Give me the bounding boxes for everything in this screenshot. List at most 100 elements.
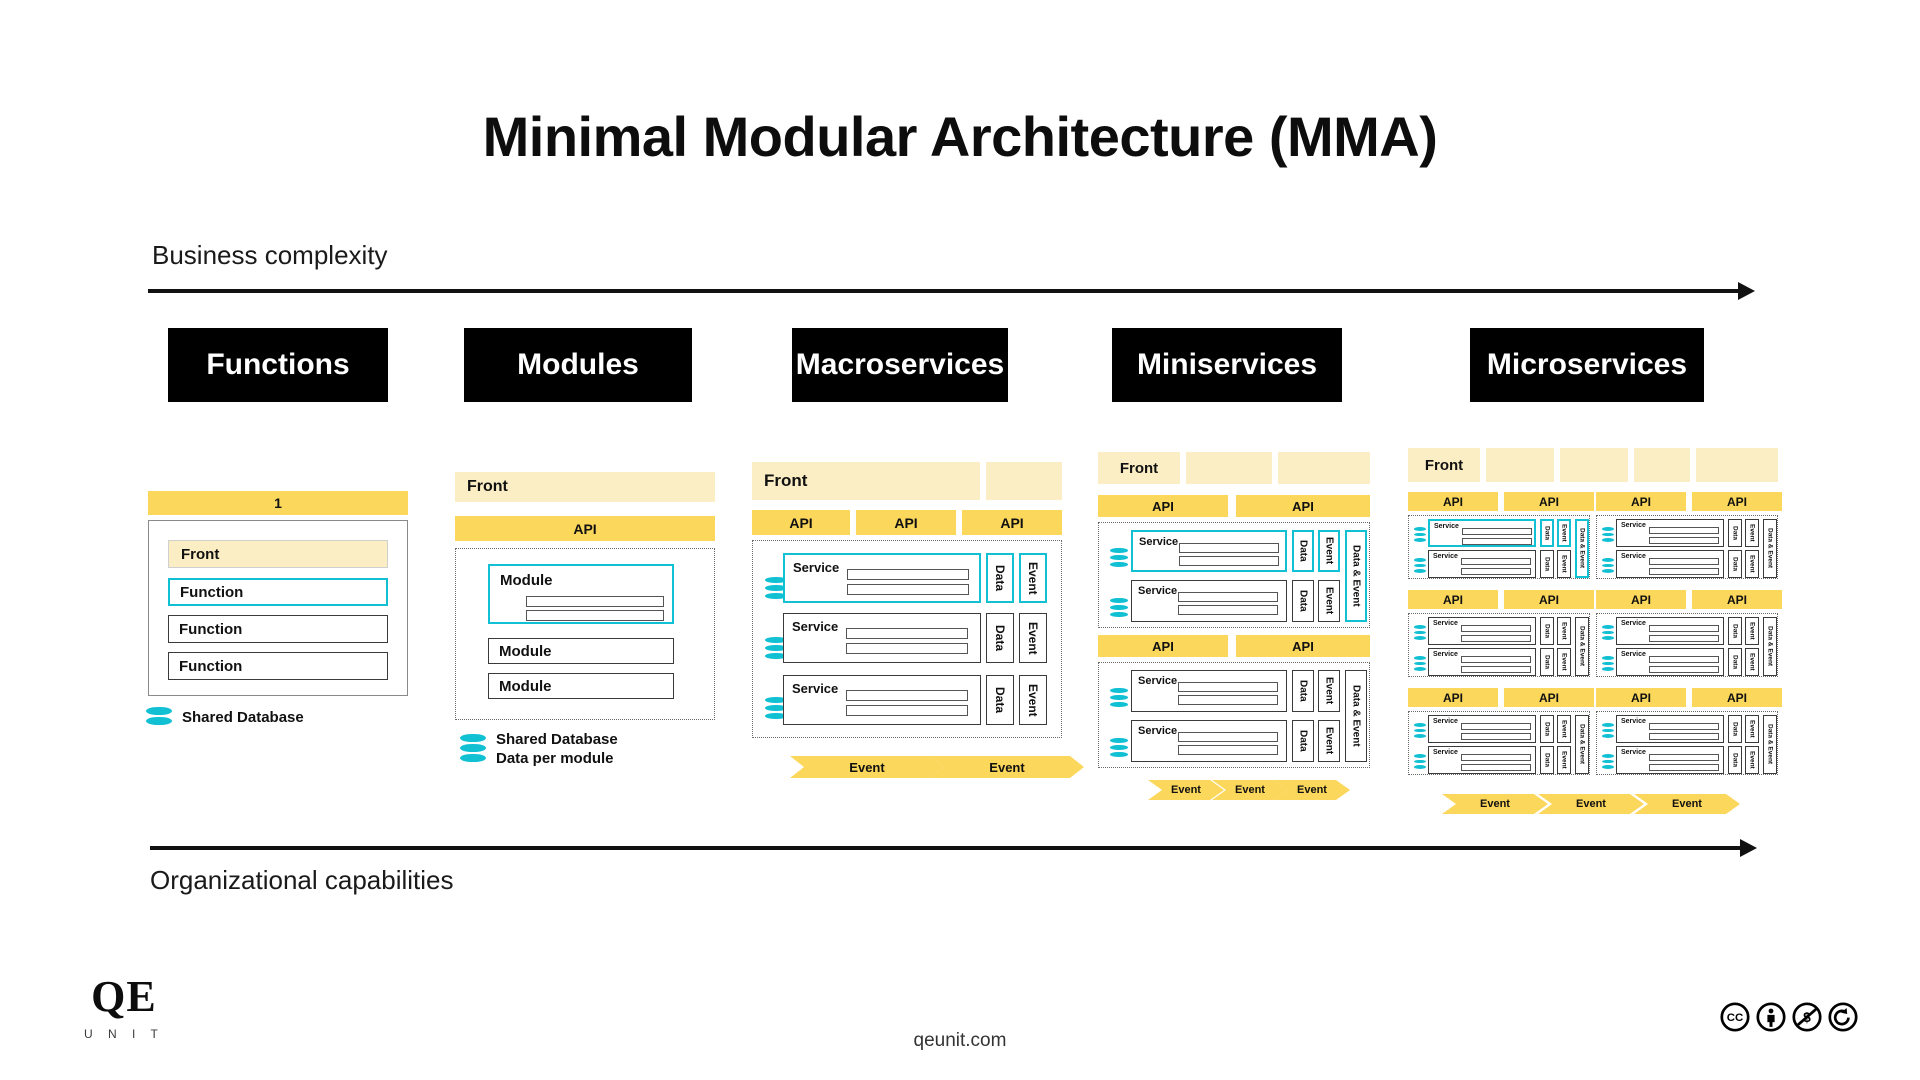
micro-service-r0c1-0[interactable]: Service xyxy=(1616,519,1724,547)
micro-api-r1c0-1[interactable]: API xyxy=(1504,590,1594,609)
mini-g1-event-0[interactable]: Event xyxy=(1318,670,1340,712)
macro-event-2[interactable]: Event xyxy=(1019,675,1047,725)
micro-data-event-r0c1[interactable]: Data & Event xyxy=(1763,519,1777,578)
mini-g1-service-0[interactable]: Service xyxy=(1131,670,1287,712)
modules-unit-2[interactable]: Module xyxy=(488,673,674,699)
modules-unit-1[interactable]: Module xyxy=(488,638,674,664)
column-header-modules[interactable]: Modules xyxy=(464,328,692,402)
micro-data-event-r2c1[interactable]: Data & Event xyxy=(1763,715,1777,774)
micro-front-box-4[interactable] xyxy=(1634,448,1690,482)
mini-api-4[interactable]: API xyxy=(1236,635,1370,657)
micro-event-r1c1-0[interactable]: Event xyxy=(1745,617,1759,645)
modules-front-box[interactable]: Front xyxy=(455,472,715,502)
micro-event-r1c1-1[interactable]: Event xyxy=(1745,648,1759,676)
micro-data-r1c0-1[interactable]: Data xyxy=(1540,648,1554,676)
mini-event-arrow-2[interactable]: Event xyxy=(1274,780,1350,800)
micro-service-r0c0-1[interactable]: Service xyxy=(1428,550,1536,578)
micro-api-r1c1-0[interactable]: API xyxy=(1596,590,1686,609)
micro-service-r0c0-0[interactable]: Service xyxy=(1428,519,1536,547)
macro-service-1[interactable]: Service xyxy=(783,613,981,663)
micro-event-r0c0-0[interactable]: Event xyxy=(1557,519,1571,547)
micro-api-r0c1-0[interactable]: API xyxy=(1596,492,1686,511)
macro-event-arrow-1[interactable]: Event xyxy=(930,756,1084,778)
mini-api-1[interactable]: API xyxy=(1098,495,1228,517)
macro-data-0[interactable]: Data xyxy=(986,553,1014,603)
micro-service-r1c1-1[interactable]: Service xyxy=(1616,648,1724,676)
functions-api-box[interactable]: 1 xyxy=(148,491,408,515)
micro-event-r0c1-1[interactable]: Event xyxy=(1745,550,1759,578)
micro-data-r2c0-0[interactable]: Data xyxy=(1540,715,1554,743)
macro-event-0[interactable]: Event xyxy=(1019,553,1047,603)
macro-data-2[interactable]: Data xyxy=(986,675,1014,725)
micro-event-arrow-0[interactable]: Event xyxy=(1442,794,1548,814)
modules-api-box[interactable]: API xyxy=(455,516,715,541)
mini-api-3[interactable]: API xyxy=(1098,635,1228,657)
macro-data-1[interactable]: Data xyxy=(986,613,1014,663)
mini-api-2[interactable]: API xyxy=(1236,495,1370,517)
micro-service-r0c1-1[interactable]: Service xyxy=(1616,550,1724,578)
macro-event-arrow-0[interactable]: Event xyxy=(790,756,944,778)
mini-g0-service-0[interactable]: Service xyxy=(1131,530,1287,572)
site-url[interactable]: qeunit.com xyxy=(913,1030,1007,1051)
micro-service-r2c1-1[interactable]: Service xyxy=(1616,746,1724,774)
mini-g0-event-0[interactable]: Event xyxy=(1318,530,1340,572)
mini-g0-data-1[interactable]: Data xyxy=(1292,580,1314,622)
mini-event-arrow-1[interactable]: Event xyxy=(1212,780,1288,800)
mini-front-box[interactable]: Front xyxy=(1098,452,1180,484)
mini-g0-data-event-span[interactable]: Data & Event xyxy=(1345,530,1367,622)
macro-api-3[interactable]: API xyxy=(962,510,1062,535)
macro-front-box[interactable]: Front xyxy=(752,462,980,500)
micro-data-r2c1-0[interactable]: Data xyxy=(1728,715,1742,743)
micro-api-r0c0-1[interactable]: API xyxy=(1504,492,1594,511)
micro-event-arrow-1[interactable]: Event xyxy=(1538,794,1644,814)
micro-event-r1c0-1[interactable]: Event xyxy=(1557,648,1571,676)
mini-event-arrow-0[interactable]: Event xyxy=(1148,780,1224,800)
column-header-functions[interactable]: Functions xyxy=(168,328,388,402)
micro-data-r2c1-1[interactable]: Data xyxy=(1728,746,1742,774)
macro-service-0[interactable]: Service xyxy=(783,553,981,603)
qe-unit-logo[interactable]: QE U N I T xyxy=(84,975,164,1042)
macro-event-1[interactable]: Event xyxy=(1019,613,1047,663)
mini-g1-data-event-span[interactable]: Data & Event xyxy=(1345,670,1367,762)
micro-front-box[interactable]: Front xyxy=(1408,448,1480,482)
macro-api-1[interactable]: API xyxy=(752,510,850,535)
micro-data-event-r0c0[interactable]: Data & Event xyxy=(1575,519,1589,578)
micro-data-event-r1c1[interactable]: Data & Event xyxy=(1763,617,1777,676)
micro-event-r2c0-0[interactable]: Event xyxy=(1557,715,1571,743)
column-header-microservices[interactable]: Microservices xyxy=(1470,328,1704,402)
mini-front-box-2[interactable] xyxy=(1186,452,1272,484)
macro-front-box-2[interactable] xyxy=(986,462,1062,500)
micro-data-r0c1-1[interactable]: Data xyxy=(1728,550,1742,578)
column-header-macroservices[interactable]: Macroservices xyxy=(792,328,1008,402)
micro-data-event-r1c0[interactable]: Data & Event xyxy=(1575,617,1589,676)
mini-g0-service-1[interactable]: Service xyxy=(1131,580,1287,622)
functions-unit-2[interactable]: Function xyxy=(168,615,388,643)
micro-service-r2c0-1[interactable]: Service xyxy=(1428,746,1536,774)
mini-g1-data-1[interactable]: Data xyxy=(1292,720,1314,762)
functions-unit-1[interactable]: Function xyxy=(168,578,388,606)
micro-api-r0c1-1[interactable]: API xyxy=(1692,492,1782,511)
mini-g1-event-1[interactable]: Event xyxy=(1318,720,1340,762)
micro-service-r2c1-0[interactable]: Service xyxy=(1616,715,1724,743)
micro-api-r0c0-0[interactable]: API xyxy=(1408,492,1498,511)
micro-event-r2c1-1[interactable]: Event xyxy=(1745,746,1759,774)
column-header-miniservices[interactable]: Miniservices xyxy=(1112,328,1342,402)
micro-api-r1c0-0[interactable]: API xyxy=(1408,590,1498,609)
micro-event-r0c0-1[interactable]: Event xyxy=(1557,550,1571,578)
micro-front-box-5[interactable] xyxy=(1696,448,1778,482)
micro-data-event-r2c0[interactable]: Data & Event xyxy=(1575,715,1589,774)
micro-data-r1c0-0[interactable]: Data xyxy=(1540,617,1554,645)
micro-data-r0c0-1[interactable]: Data xyxy=(1540,550,1554,578)
micro-data-r1c1-0[interactable]: Data xyxy=(1728,617,1742,645)
macro-api-2[interactable]: API xyxy=(856,510,956,535)
micro-front-box-3[interactable] xyxy=(1560,448,1628,482)
micro-service-r1c1-0[interactable]: Service xyxy=(1616,617,1724,645)
functions-unit-3[interactable]: Function xyxy=(168,652,388,680)
micro-event-r0c1-0[interactable]: Event xyxy=(1745,519,1759,547)
license-badges[interactable]: CC $ xyxy=(1720,1002,1858,1032)
micro-service-r1c0-1[interactable]: Service xyxy=(1428,648,1536,676)
micro-event-r2c1-0[interactable]: Event xyxy=(1745,715,1759,743)
mini-g1-service-1[interactable]: Service xyxy=(1131,720,1287,762)
micro-api-r1c1-1[interactable]: API xyxy=(1692,590,1782,609)
micro-data-r2c0-1[interactable]: Data xyxy=(1540,746,1554,774)
